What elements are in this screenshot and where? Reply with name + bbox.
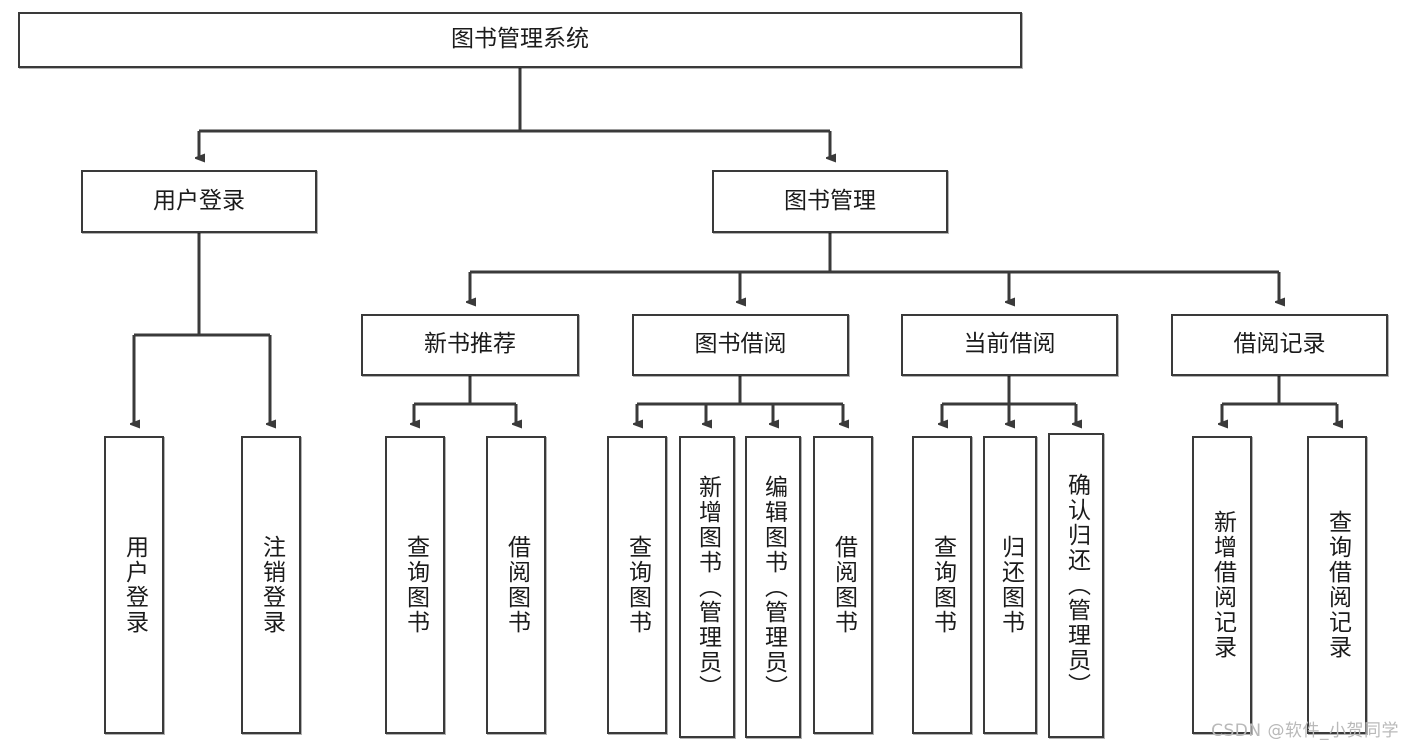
watermark: CSDN @软件_小贺同学 [1211, 721, 1399, 741]
node-label: 查询借阅记录 [1324, 510, 1351, 660]
node-label: 借阅图书 [503, 535, 530, 635]
node-leaf-query-books-recommend[interactable]: 查询图书 [385, 436, 445, 734]
node-label: 查询图书 [624, 535, 651, 635]
node-label: 图书管理 [784, 187, 876, 214]
node-label: 当前借阅 [963, 331, 1056, 358]
node-leaf-borrow-books-recommend[interactable]: 借阅图书 [486, 436, 546, 734]
node-label: 确认归还（管理员） [1063, 473, 1090, 698]
node-label: 归还图书 [997, 535, 1024, 635]
node-label: 编辑图书（管理员） [760, 474, 787, 700]
node-leaf-query-books-borrow[interactable]: 查询图书 [607, 436, 667, 734]
node-label: 新书推荐 [424, 331, 516, 358]
node-user-login[interactable]: 用户登录 [81, 170, 317, 233]
node-new-book-recommendation[interactable]: 新书推荐 [361, 314, 579, 376]
node-label: 用户登录 [121, 535, 148, 635]
node-label: 图书借阅 [694, 331, 787, 358]
node-current-borrowing[interactable]: 当前借阅 [901, 314, 1118, 376]
node-label: 借阅记录 [1233, 331, 1326, 358]
node-borrowing-records[interactable]: 借阅记录 [1171, 314, 1388, 376]
node-label: 注销登录 [258, 535, 285, 635]
node-label: 查询图书 [402, 535, 429, 635]
node-leaf-user-login[interactable]: 用户登录 [104, 436, 164, 734]
node-book-management[interactable]: 图书管理 [712, 170, 948, 233]
node-leaf-add-book-admin[interactable]: 新增图书（管理员） [679, 436, 735, 738]
node-label: 新增图书（管理员） [694, 474, 721, 700]
node-leaf-query-borrow-record[interactable]: 查询借阅记录 [1307, 436, 1367, 734]
node-label: 用户登录 [153, 187, 245, 214]
node-leaf-return-books[interactable]: 归还图书 [983, 436, 1037, 734]
node-leaf-logout[interactable]: 注销登录 [241, 436, 301, 734]
node-book-borrowing[interactable]: 图书借阅 [632, 314, 849, 376]
node-leaf-add-borrow-record[interactable]: 新增借阅记录 [1192, 436, 1252, 734]
node-leaf-borrow-books[interactable]: 借阅图书 [813, 436, 873, 734]
node-leaf-confirm-return-admin[interactable]: 确认归还（管理员） [1048, 433, 1104, 738]
node-label: 图书管理系统 [451, 26, 589, 53]
node-leaf-query-books-current[interactable]: 查询图书 [912, 436, 972, 734]
node-label: 借阅图书 [830, 535, 857, 635]
node-label: 查询图书 [929, 535, 956, 635]
node-root-book-management-system[interactable]: 图书管理系统 [18, 12, 1022, 68]
node-leaf-edit-book-admin[interactable]: 编辑图书（管理员） [745, 436, 801, 738]
node-label: 新增借阅记录 [1209, 510, 1236, 660]
